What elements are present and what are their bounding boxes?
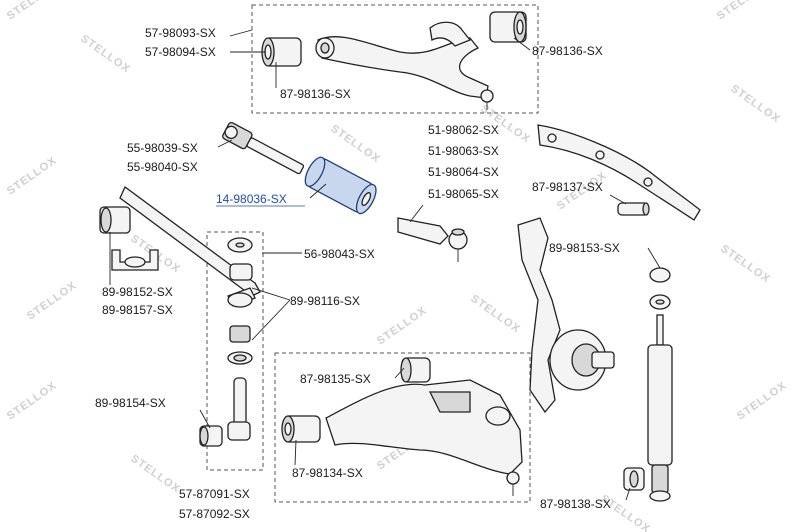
upper-arm-bushing-left <box>261 37 302 67</box>
leader-lines <box>109 29 661 501</box>
label-51-98065: 51-98065-SX <box>428 187 499 201</box>
label-55-98039: 55-98039-SX <box>127 141 198 155</box>
watermark: STELLOX <box>5 0 59 22</box>
watermark: STELLOX <box>128 453 182 496</box>
label-57-87092: 57-87092-SX <box>179 507 250 521</box>
steering-knuckle <box>517 217 615 414</box>
stabilizer-bushing <box>99 206 131 234</box>
label-57-98094: 57-98094-SX <box>145 45 216 59</box>
label-57-98093: 57-98093-SX <box>145 26 216 40</box>
label-87-98136-right: 87-98136-SX <box>532 44 603 58</box>
label-87-98138: 87-98138-SX <box>540 497 611 511</box>
watermark: STELLOX <box>715 0 769 22</box>
highlighted-bushing <box>304 156 377 215</box>
stabilizer-bracket <box>111 249 159 271</box>
label-89-98154: 89-98154-SX <box>95 396 166 410</box>
lower-arm-rear-bushing <box>400 357 431 383</box>
upper-arm-bushing-right <box>489 11 527 43</box>
shock-absorber-bushings <box>649 267 671 310</box>
label-87-98136-left: 87-98136-SX <box>280 87 351 101</box>
label-55-98040: 55-98040-SX <box>127 160 198 174</box>
label-87-98134: 87-98134-SX <box>292 466 363 480</box>
stabilizer-link-group-box <box>206 231 264 471</box>
frame-bracket <box>537 124 701 221</box>
label-51-98064: 51-98064-SX <box>428 165 499 179</box>
frame-bracket-bushing <box>617 202 650 216</box>
label-89-98153: 89-98153-SX <box>549 241 620 255</box>
label-89-98152: 89-98152-SX <box>102 285 173 299</box>
part-labels: 57-98093-SX 57-98094-SX 87-98136-SX 87-9… <box>95 26 620 521</box>
label-51-98062: 51-98062-SX <box>428 123 499 137</box>
shock-lower-bushing <box>623 467 645 491</box>
label-87-98137: 87-98137-SX <box>532 180 603 194</box>
label-14-98036: 14-98036-SX <box>216 192 287 206</box>
label-57-87091: 57-87091-SX <box>179 487 250 501</box>
lower-control-arm <box>325 379 523 496</box>
watermark: STELLOX <box>5 155 59 198</box>
upper-arm-group-box <box>251 4 539 114</box>
watermark: STELLOX <box>735 380 789 423</box>
watermark: STELLOX <box>328 123 382 166</box>
stabilizer-link-parts <box>199 237 253 447</box>
label-87-98135: 87-98135-SX <box>300 372 371 386</box>
upper-control-arm <box>315 21 494 110</box>
watermark: STELLOX <box>5 380 59 423</box>
label-56-98043: 56-98043-SX <box>304 247 375 261</box>
watermark: STELLOX <box>468 293 522 336</box>
watermark: STELLOX <box>728 83 782 126</box>
label-51-98063: 51-98063-SX <box>428 144 499 158</box>
watermark: STELLOX <box>375 305 429 348</box>
watermark: STELLOX <box>78 33 132 76</box>
label-89-98116: 89-98116-SX <box>290 294 360 308</box>
shock-absorber <box>647 314 673 502</box>
lower-arm-group-box <box>274 352 531 503</box>
watermark: STELLOX <box>718 243 772 286</box>
inner-tie-rod <box>222 121 305 175</box>
lower-arm-front-bushing <box>281 415 321 443</box>
label-89-98157: 89-98157-SX <box>102 303 173 317</box>
outer-tie-rod-end <box>397 217 468 262</box>
watermark: STELLOX <box>25 280 79 323</box>
